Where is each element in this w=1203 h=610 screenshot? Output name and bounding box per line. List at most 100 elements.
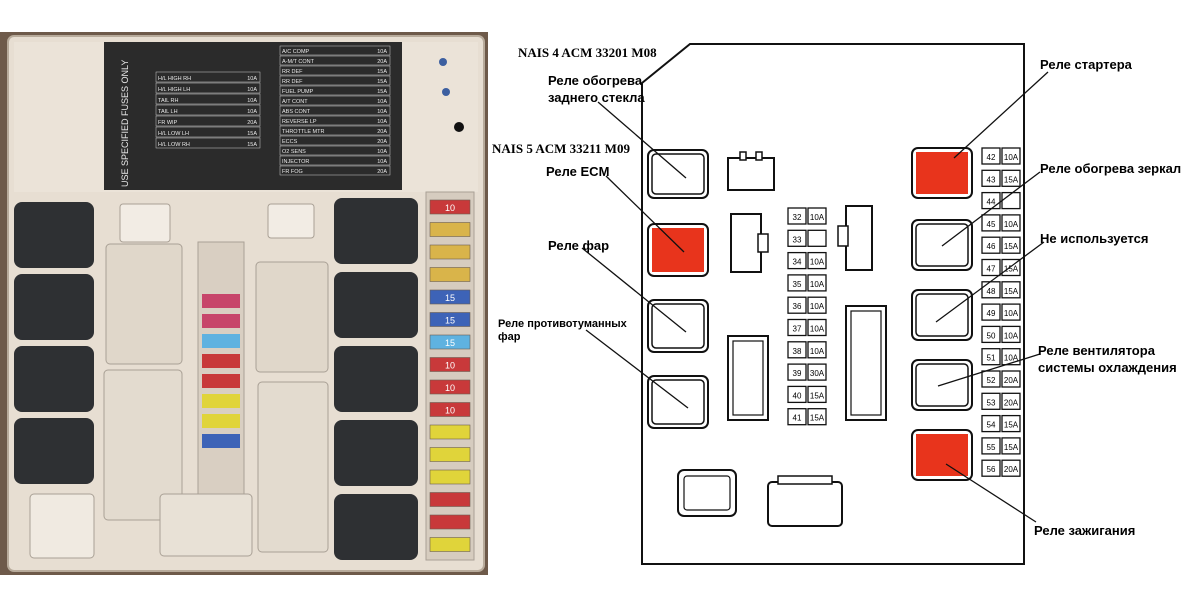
- fuse-rating-box: [807, 341, 827, 359]
- fuse-rating-box: [1001, 191, 1021, 210]
- fuse-rating-box: [1001, 325, 1021, 344]
- sticker-fuse-name: TAIL RH: [158, 98, 179, 104]
- fuse-rating: 10A: [810, 347, 825, 356]
- fuse-rating-box: [1001, 281, 1021, 299]
- fuse-rating: 15A: [1004, 265, 1019, 274]
- sticker-fuse-name: ABS CONT: [282, 109, 311, 115]
- fuse-rating: 20A: [1004, 398, 1019, 407]
- label-fan-line2: системы охлаждения: [1038, 360, 1177, 375]
- connector: [29, 493, 95, 559]
- label-ignition: Реле зажигания: [1034, 523, 1136, 538]
- label-unused: Не используется: [1040, 231, 1149, 246]
- fuse-cell: 39 30A: [787, 363, 827, 381]
- sticker-fuse-name: ECCS: [282, 139, 298, 145]
- strip-fuse: [429, 424, 471, 440]
- sticker-fuse-name: A/C COMP: [282, 49, 310, 55]
- fuse-rating-box: [807, 363, 827, 381]
- relay: [334, 346, 418, 412]
- connector-block: [257, 381, 329, 553]
- fuse-number: 40: [793, 391, 802, 400]
- fuse-rating-box: [807, 296, 827, 314]
- connector: [677, 469, 737, 517]
- strip-fuse: [429, 469, 471, 485]
- sticker-fuse-name: THROTTLE MTR: [282, 129, 324, 135]
- fuse-rating: 15A: [1004, 242, 1019, 251]
- strip-fuse: [429, 402, 471, 417]
- strip-fuse-label: 10: [445, 383, 455, 393]
- strip-fuse: [429, 222, 471, 237]
- sticker-fuse-name: INJECTOR: [282, 159, 309, 165]
- fuse-number-box: [787, 207, 807, 225]
- fuse-number: 49: [987, 309, 996, 318]
- sticker-fuse-amp: 15A: [377, 79, 387, 85]
- right-relay-column: [334, 198, 418, 560]
- connector-block: [103, 369, 183, 521]
- sticker-fuse-name: FR WIP: [158, 120, 178, 126]
- sticker-fuse-name: A-M/T CONT: [282, 59, 315, 65]
- fuse-rating-box: [807, 274, 827, 292]
- fuse-rating: 15A: [810, 414, 825, 423]
- fuse-number-box: [787, 341, 807, 359]
- leader-headlights: [581, 247, 687, 333]
- leader-lines: [581, 71, 1049, 523]
- label-rear-window-line2: заднего стекла: [548, 90, 645, 105]
- fuse-rating-box: [1001, 303, 1021, 321]
- fuse-rating-box: [807, 229, 827, 247]
- maxi-fuse-slot: [727, 335, 769, 421]
- leader-fan: [937, 353, 1041, 387]
- connector: [767, 481, 843, 527]
- fuse-rating: 30A: [810, 369, 825, 378]
- relay-rear-window: [647, 149, 709, 199]
- sticker-fuse-name: H/L HIGH RH: [158, 76, 191, 82]
- left-relay-column: [14, 202, 94, 484]
- sticker-fuse-amp: 10A: [377, 119, 387, 125]
- fuse-number-box: [981, 169, 1001, 187]
- strip-fuse: [429, 492, 471, 507]
- fuse-number: 56: [987, 465, 996, 474]
- fuse-rating-box: [807, 318, 827, 337]
- strip-fuse: [429, 199, 471, 215]
- sticker-fuse-amp: 10A: [377, 159, 387, 165]
- fuse: [202, 434, 240, 448]
- fuse-rating-box: [1001, 147, 1021, 165]
- fuse-number-box: [981, 414, 1001, 433]
- fuse-number: 44: [987, 198, 996, 207]
- strip-fuse: [429, 537, 471, 552]
- leader-ecm: [605, 175, 685, 253]
- strip-fuse: [429, 312, 471, 327]
- sticker-fuse-name: FUEL PUMP: [282, 89, 314, 95]
- sticker-fuse-amp: 15A: [377, 69, 387, 75]
- fuse: [202, 374, 240, 388]
- fuse-number: 38: [793, 347, 802, 356]
- fuse-number-box: [787, 229, 807, 247]
- fuse: [202, 334, 240, 348]
- fuse-rating: 10A: [1004, 331, 1019, 340]
- fuse-number: 54: [987, 421, 996, 430]
- fuse-rating-box: [1001, 459, 1021, 477]
- connector: [730, 213, 762, 273]
- fuse-number: 37: [793, 325, 802, 334]
- sticker-fuse-name: RR DEF: [282, 79, 303, 85]
- fuse-number: 39: [793, 369, 802, 378]
- fuse: [202, 414, 240, 428]
